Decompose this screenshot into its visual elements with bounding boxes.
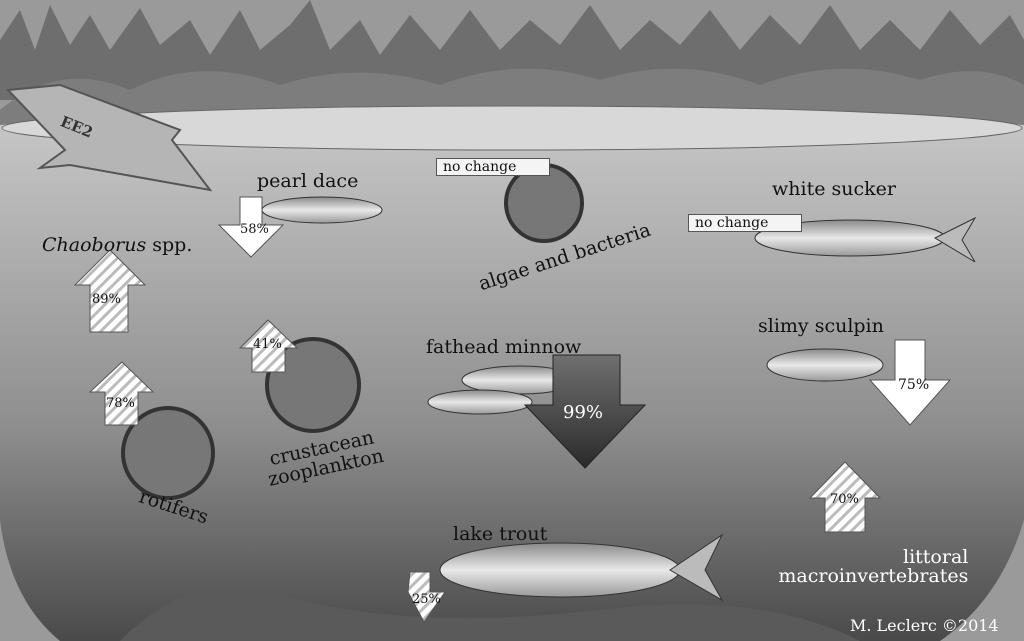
lake-trout-label: lake trout (453, 523, 548, 545)
lake-trout-down-arrow (407, 571, 446, 623)
chaoborus-up-arrow (73, 249, 147, 333)
littoral-change: 70% (830, 492, 859, 507)
algae-circle (504, 163, 584, 243)
lake-trout-fish (439, 542, 681, 598)
chaoborus-change: 89% (92, 292, 121, 307)
fathead-change: 99% (563, 402, 604, 423)
littoral-up-arrow (808, 461, 882, 533)
lake-trout-tail (669, 533, 724, 602)
pearl-dace-fish (261, 196, 383, 224)
chaoborus-label: Chaoborus spp. (42, 234, 192, 256)
rotifer-circle (121, 406, 215, 500)
pearl-dace-change: 58% (240, 222, 269, 237)
ee2-arrow (5, 83, 213, 192)
pearl-dace-label: pearl dace (257, 170, 359, 192)
algae-no-change-badge: no change (436, 158, 550, 176)
credit: M. Leclerc ©2014 (850, 616, 999, 635)
littoral-line1: littoral (903, 546, 969, 568)
sculpin-label: slimy sculpin (758, 315, 884, 337)
chaoborus-genus: Chaoborus (42, 234, 147, 256)
fathead-label: fathead minnow (426, 336, 582, 358)
lake-surface (1, 105, 1023, 151)
crustacean-up-arrow (238, 319, 299, 373)
rotifer-up-arrow (88, 361, 155, 426)
sculpin-fish (766, 348, 884, 382)
littoral-line2: macroinvertebrates (778, 565, 969, 587)
pearl-dace-down-arrow (217, 196, 285, 258)
rotifer-change: 78% (106, 396, 135, 411)
white-sucker-label: white sucker (772, 178, 896, 200)
lake-trout-change: 25% (412, 592, 441, 607)
chaoborus-suffix: spp. (146, 234, 193, 256)
white-sucker-no-change-badge: no change (688, 214, 802, 232)
fathead-down-arrow (523, 354, 647, 469)
white-sucker-tail (933, 216, 977, 263)
sculpin-change: 75% (898, 377, 930, 393)
lakebed (120, 586, 860, 641)
sculpin-down-arrow (868, 339, 952, 426)
crustacean-circle (265, 337, 361, 433)
crustacean-change: 41% (253, 337, 282, 352)
fathead-minnow-2 (427, 389, 533, 415)
